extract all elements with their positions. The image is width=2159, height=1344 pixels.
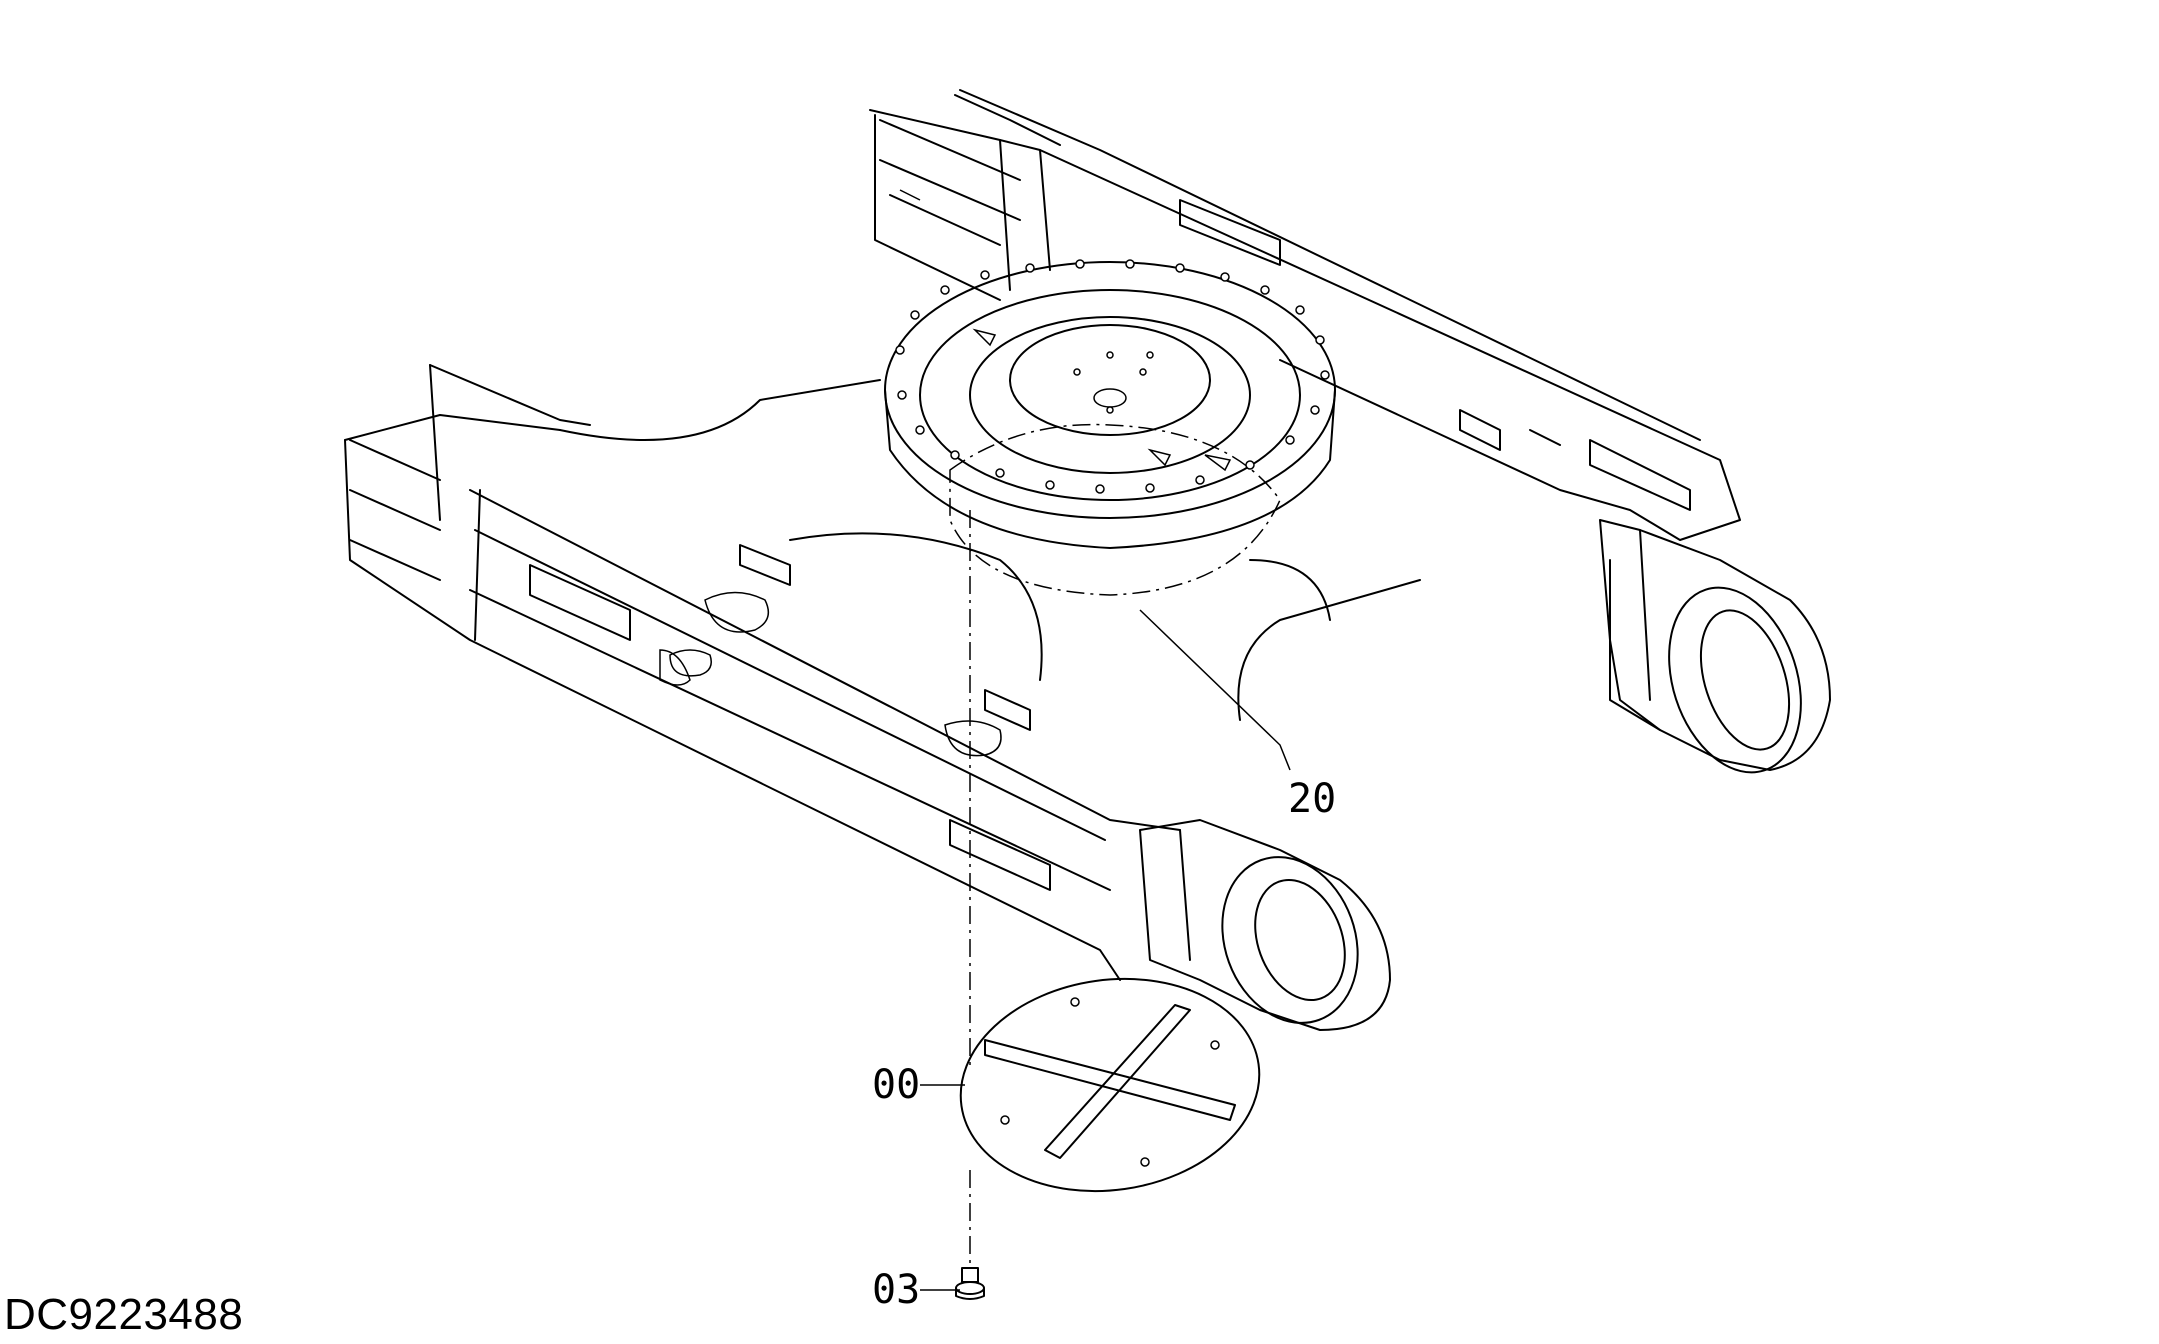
document-id: DC9223488 <box>4 1290 244 1339</box>
callout-20: 20 <box>1288 776 1336 822</box>
leader-lines <box>920 510 1291 1291</box>
center-body <box>559 379 1421 757</box>
right-side-frame <box>869 89 1831 774</box>
swing-bearing <box>884 259 1336 596</box>
bearing-bolt-holes <box>895 259 1330 494</box>
callout-00: 00 <box>872 1062 920 1108</box>
left-side-frame <box>344 364 1391 1031</box>
cover-bolt <box>955 1267 985 1300</box>
under-cover-plate <box>959 977 1261 1193</box>
callout-03: 03 <box>872 1267 920 1313</box>
